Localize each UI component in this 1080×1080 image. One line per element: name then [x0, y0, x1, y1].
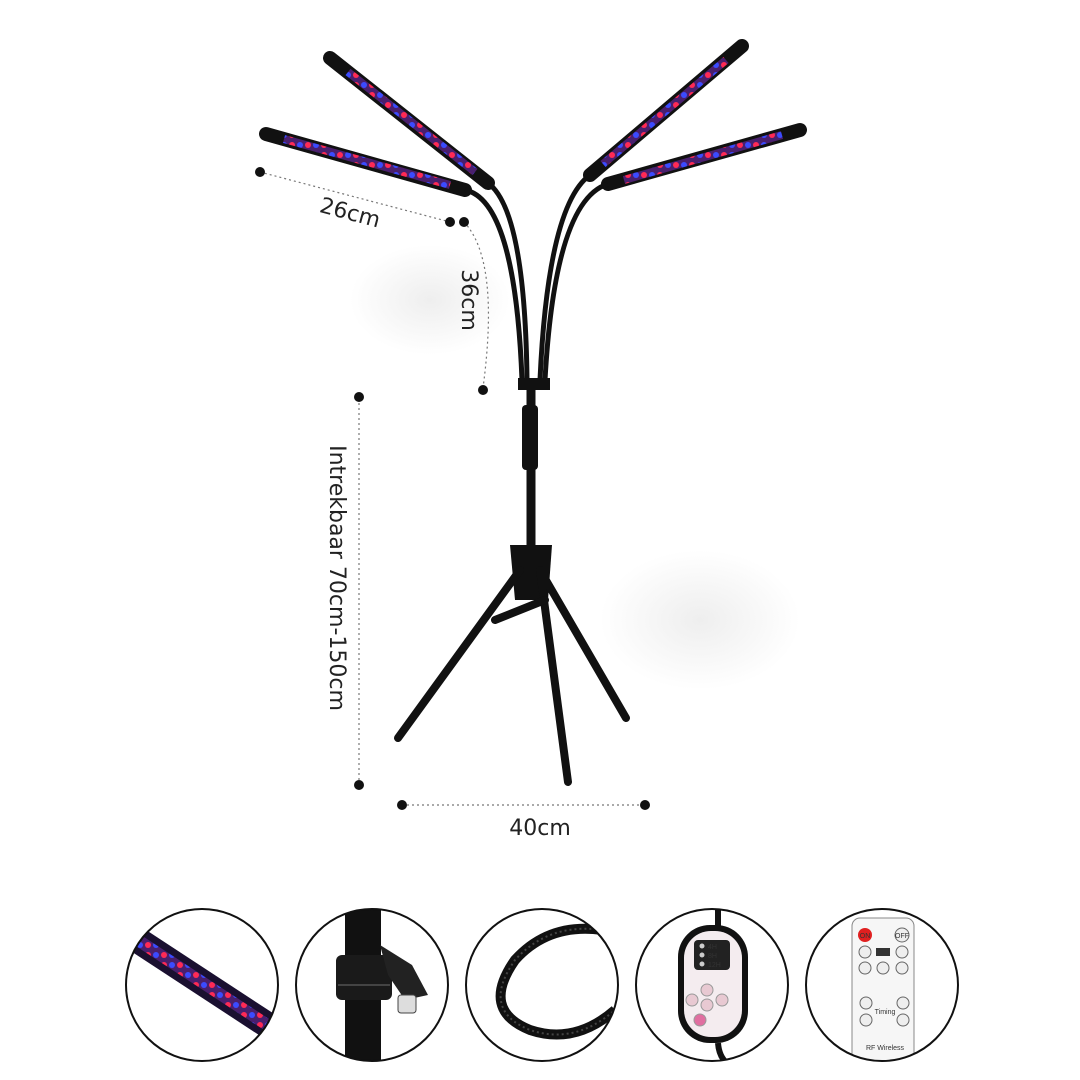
dimension-markers — [255, 167, 650, 810]
led-bar-lower-right — [601, 123, 807, 191]
remote-timing-label: Timing — [875, 1009, 896, 1016]
tripod-clamp-closeup — [295, 908, 449, 1062]
remote-control-closeup: ON OFF Timing RF Wireless — [805, 908, 959, 1062]
led-bar-upper-left — [323, 51, 495, 190]
led-bar-lower-left — [259, 127, 472, 197]
gooseneck-clamp — [518, 378, 550, 390]
base-width-label: 40cm — [509, 816, 571, 841]
timer-label-12h: 12H — [708, 962, 721, 969]
dimension-lines — [259, 171, 645, 806]
led-bar-upper-right — [583, 39, 749, 182]
remote-off-label: OFF — [895, 933, 909, 940]
background-shadow — [600, 550, 800, 690]
inline-controller-closeup: 4H 8H 12H — [635, 908, 789, 1062]
remote-brand-label: RF Wireless — [866, 1045, 905, 1052]
arm-height-label: 36cm — [456, 269, 481, 331]
timer-label-4h: 4H — [708, 944, 717, 951]
remote-on-label: ON — [860, 933, 871, 940]
gooseneck-closeup — [465, 908, 619, 1062]
background-shadow — [350, 245, 510, 355]
led-strip-closeup — [125, 908, 279, 1062]
timer-label-8h: 8H — [708, 953, 717, 960]
tripod-legs — [394, 566, 630, 786]
arm-width-label: 26cm — [317, 193, 383, 233]
stand-height-label: Intrekbaar 70cm-150cm — [324, 445, 349, 711]
goosenecks — [464, 172, 609, 381]
